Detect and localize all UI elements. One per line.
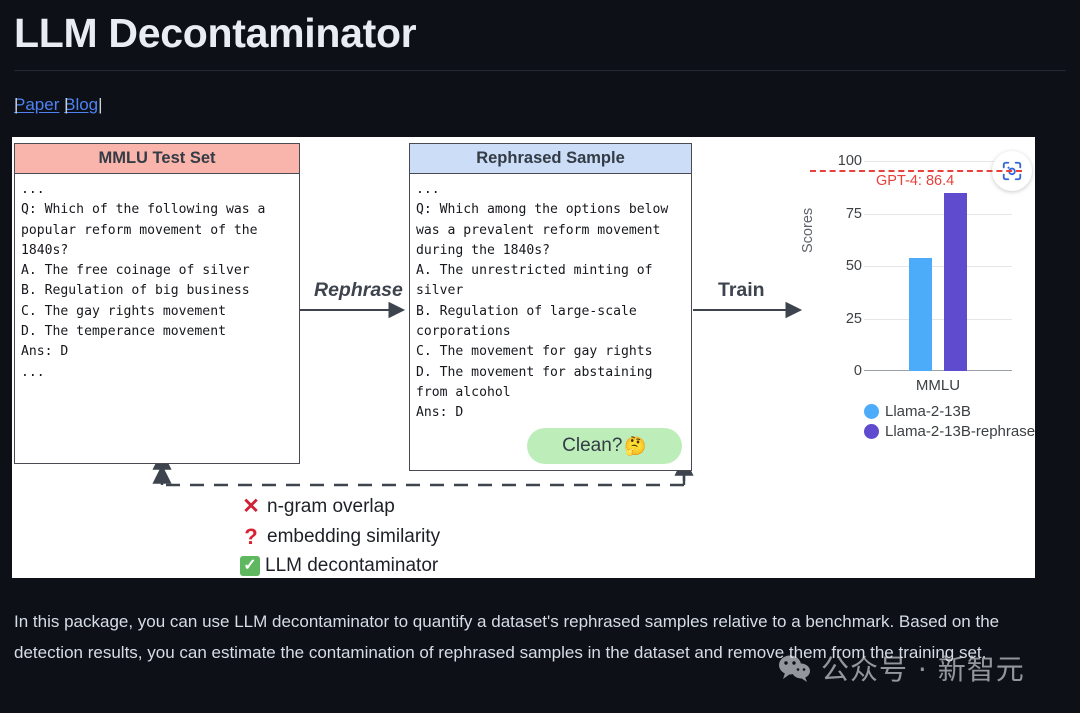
- mmlu-test-set-panel: MMLU Test Set ... Q: Which of the follow…: [14, 143, 300, 464]
- chart-bar: [944, 192, 967, 371]
- check-icon: ✓: [240, 555, 260, 576]
- detector-label-ngram: n-gram overlap: [267, 496, 395, 518]
- chart-plot-area: 0 25 50 75 100: [838, 153, 1012, 379]
- title-divider: [14, 70, 1066, 71]
- detection-method-list: ✕ n-gram overlap ? embedding similarity …: [240, 493, 440, 578]
- rephrased-sample-panel: Rephrased Sample ... Q: Which among the …: [409, 143, 692, 471]
- page-title: LLM Decontaminator: [14, 10, 417, 56]
- chart-y-axis-label: Scores: [800, 207, 816, 253]
- chart-legend-item: Llama-2-13B: [864, 403, 1035, 420]
- mmlu-panel-body: ... Q: Which of the following was a popu…: [21, 182, 266, 380]
- link-bar: | Paper | Blog |: [14, 93, 103, 117]
- legend-color-dot: [864, 424, 879, 439]
- legend-color-dot: [864, 404, 879, 419]
- chart-legend-item: Llama-2-13B-rephrase: [864, 423, 1035, 440]
- detector-label-llm: LLM decontaminator: [265, 555, 439, 577]
- detector-row-llm: ✓ LLM decontaminator: [240, 553, 440, 578]
- blog-link[interactable]: Blog: [64, 95, 99, 114]
- detector-row-embedding: ? embedding similarity: [240, 522, 440, 552]
- chart-gridline: [864, 371, 1012, 372]
- chart-legend: Llama-2-13B Llama-2-13B-rephrase: [864, 403, 1035, 440]
- chart-x-category-label: MMLU: [915, 377, 961, 394]
- chart-y-tick: 0: [853, 363, 862, 379]
- cross-icon: ✕: [242, 495, 260, 518]
- question-icon: ?: [244, 524, 258, 550]
- detector-row-ngram: ✕ n-gram overlap: [240, 493, 440, 521]
- link-separator-3: |: [98, 95, 103, 114]
- chart-gridline: [864, 161, 1012, 162]
- chart-gridline: [864, 213, 1012, 215]
- pipeline-figure: MMLU Test Set ... Q: Which of the follow…: [12, 137, 1035, 578]
- clean-status-badge: Clean? 🤔: [527, 428, 682, 464]
- mmlu-panel-title: MMLU Test Set: [15, 144, 299, 174]
- chart-gridline: [864, 266, 1012, 267]
- chart-x-axis: [864, 369, 1012, 371]
- chart-y-tick: 50: [845, 258, 862, 274]
- link-separator-2: |: [64, 95, 69, 114]
- rephrased-panel-title: Rephrased Sample: [410, 144, 691, 174]
- link-separator-1: |: [14, 95, 19, 114]
- chart-y-tick: 75: [845, 205, 862, 222]
- chart-y-tick: 25: [845, 310, 862, 327]
- rephrase-arrow-label: Rephrase: [314, 279, 403, 301]
- gpt4-reference-label: GPT-4: 86.4: [874, 172, 957, 189]
- detector-label-embedding: embedding similarity: [267, 526, 441, 548]
- chart-y-tick: 100: [837, 153, 862, 169]
- chart-gridline: [864, 318, 1012, 320]
- gpt4-reference-line: [810, 169, 1022, 172]
- train-arrow-label: Train: [718, 279, 765, 301]
- chart-bar: [909, 257, 932, 371]
- description-paragraph: In this package, you can use LLM deconta…: [14, 612, 1000, 662]
- thinking-face-icon: 🤔: [624, 435, 647, 456]
- rephrased-panel-body: ... Q: Which among the options below was…: [416, 182, 669, 421]
- clean-badge-label: Clean?: [562, 435, 623, 456]
- legend-series-label: Llama-2-13B-rephrase: [885, 423, 1035, 440]
- legend-series-label: Llama-2-13B: [885, 403, 971, 420]
- paper-link[interactable]: Paper: [14, 95, 60, 114]
